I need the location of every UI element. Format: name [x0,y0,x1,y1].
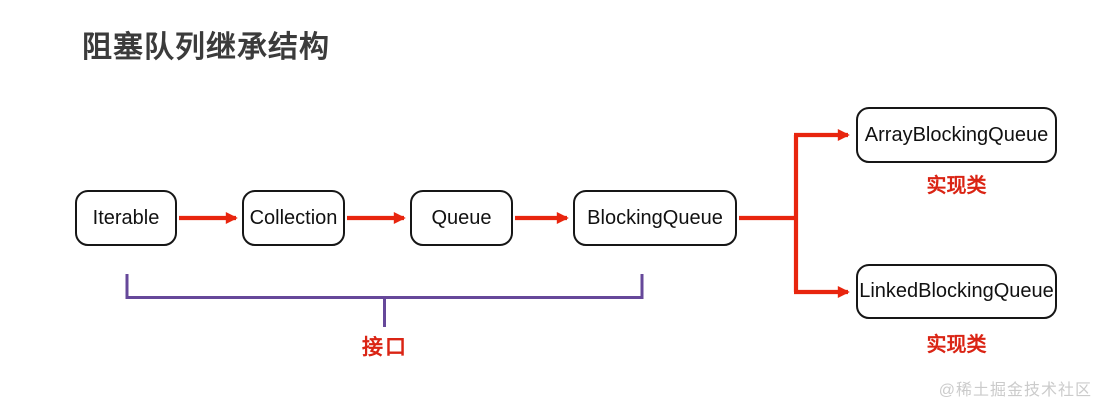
diagram-title: 阻塞队列继承结构 [82,31,330,64]
node-arrayblockingqueue: ArrayBlockingQueue [856,107,1057,163]
node-blockingqueue: BlockingQueue [573,190,737,246]
interface-group-label: 接口 [362,336,408,359]
implementation-caption-array: 实现类 [926,175,987,197]
node-queue: Queue [410,190,513,246]
interface-bracket [125,274,644,299]
watermark: @稀土掘金技术社区 [938,382,1092,399]
node-linkedblockingqueue-label: LinkedBlockingQueue [859,280,1054,302]
node-queue-label: Queue [431,206,492,229]
node-blockingqueue-label: BlockingQueue [587,206,723,229]
node-iterable: Iterable [75,190,177,246]
node-collection-label: Collection [249,206,338,229]
node-arrayblockingqueue-label: ArrayBlockingQueue [864,123,1049,146]
node-linkedblockingqueue: LinkedBlockingQueue [856,264,1057,319]
node-iterable-label: Iterable [92,206,160,229]
node-collection: Collection [242,190,345,246]
implementation-caption-linked: 实现类 [926,334,987,356]
